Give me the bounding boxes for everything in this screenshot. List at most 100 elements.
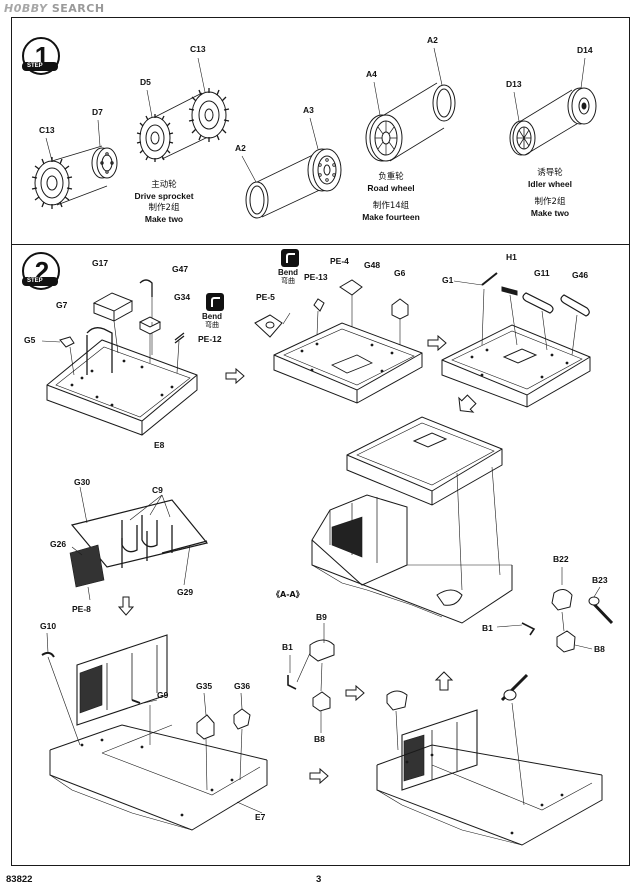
section-label-aa: 《A-A》 xyxy=(272,590,304,599)
detail-aa-left xyxy=(287,639,335,712)
hull-assembly-center xyxy=(311,416,513,624)
step1-label: STEP xyxy=(22,62,58,71)
caption-cn-qty: 制作2组 xyxy=(148,202,180,213)
part-label: E8 xyxy=(154,440,165,450)
part-label: A4 xyxy=(366,69,377,79)
hull-assembly-bottom-left xyxy=(41,634,268,831)
road-tire-right xyxy=(432,84,456,122)
step2-panel: 2 STEP Bend 弯曲 Bend 弯曲 G17 G47 G7 G34 G5… xyxy=(11,244,630,866)
part-label: PE-13 xyxy=(304,272,328,282)
step1-badge: 1 STEP xyxy=(20,36,64,80)
hull-plate-step2c xyxy=(441,324,591,408)
hull-assembly-bottom-right xyxy=(376,673,603,846)
part-label: PE-8 xyxy=(72,604,91,614)
caption-cn: 负重轮 xyxy=(378,172,404,182)
step1-panel: 1 STEP C13 D7 D5 C13 A2 A3 A4 A2 D13 D14… xyxy=(11,17,630,245)
part-pe13 xyxy=(313,298,325,312)
step-arrow xyxy=(117,596,135,616)
sprocket-gear-left xyxy=(31,157,73,209)
caption-en: Drive sprocket xyxy=(134,191,194,202)
bend-label-cn: 弯曲 xyxy=(281,276,295,285)
part-label: G5 xyxy=(24,335,36,345)
caption-cn-qty: 制作14组 xyxy=(372,200,410,211)
bend-icon xyxy=(206,293,224,311)
caption-cn: 诱导轮 xyxy=(537,168,563,178)
part-g48 xyxy=(339,279,363,296)
part-g46 xyxy=(560,294,590,317)
part-g11 xyxy=(522,292,554,314)
part-label: A2 xyxy=(235,143,246,153)
part-g17 xyxy=(92,292,134,322)
caption-en-qty: Make two xyxy=(530,208,570,219)
sprocket-hub-d7 xyxy=(91,147,118,179)
bend-label: Bend xyxy=(278,268,298,277)
step2-drawing xyxy=(41,272,614,846)
caption-road-wheel: 负重轮 Road wheel 制作14组 Make fourteen xyxy=(362,172,420,224)
bend-label: Bend xyxy=(202,312,222,321)
bend-icon xyxy=(281,249,299,267)
step-arrow xyxy=(345,684,365,702)
part-label: B1 xyxy=(482,623,493,633)
detail-right-track-tensioner xyxy=(521,589,614,653)
part-label: E7 xyxy=(255,812,266,822)
part-label: G11 xyxy=(534,268,550,278)
caption-idler-wheel: 诱导轮 Idler wheel 制作2组 Make two xyxy=(528,168,572,220)
part-g10 xyxy=(41,651,55,658)
part-g6 xyxy=(391,298,409,320)
part-label: B23 xyxy=(592,575,608,585)
part-label: A3 xyxy=(303,105,314,115)
road-wheel-a4 xyxy=(365,114,403,162)
part-label: C13 xyxy=(39,125,55,135)
road-tire-left xyxy=(245,181,269,219)
part-label: G9 xyxy=(157,690,169,700)
part-label: G10 xyxy=(40,621,57,631)
caption-en-qty: Make two xyxy=(144,214,184,225)
watermark-brand: H0BBY xyxy=(4,2,48,15)
step2-label: STEP xyxy=(22,277,58,286)
part-label: G36 xyxy=(234,681,251,691)
part-label: D5 xyxy=(140,77,151,87)
part-label: PE-5 xyxy=(256,292,275,302)
road-wheel-a3 xyxy=(307,148,342,192)
part-g7-frame xyxy=(86,327,113,375)
part-label: G35 xyxy=(196,681,213,691)
caption-drive-sprocket: 主动轮 Drive sprocket 制作2组 Make two xyxy=(134,180,193,226)
step-arrow xyxy=(309,767,329,785)
part-g35 xyxy=(196,714,215,740)
caption-en: Idler wheel xyxy=(528,179,572,190)
step-arrow xyxy=(427,334,447,352)
part-g34 xyxy=(138,316,162,335)
idler-wheel-d14 xyxy=(567,87,597,125)
part-label: C9 xyxy=(152,485,163,495)
part-label: G30 xyxy=(74,477,91,487)
part-label: PE-12 xyxy=(198,334,222,344)
part-label: D7 xyxy=(92,107,103,117)
caption-cn: 主动轮 xyxy=(151,180,177,190)
part-label: G29 xyxy=(177,587,194,597)
bend-note: Bend 弯曲 xyxy=(278,268,298,285)
step1-drawing xyxy=(31,47,597,219)
part-label: G1 xyxy=(442,275,454,285)
part-label: B8 xyxy=(314,734,325,744)
hull-plate-step2b xyxy=(273,322,423,404)
part-label: G7 xyxy=(56,300,68,310)
part-pe12 xyxy=(174,332,185,344)
part-label: D13 xyxy=(506,79,522,89)
bend-label-cn: 弯曲 xyxy=(205,320,219,329)
part-g1 xyxy=(481,272,498,286)
part-label: B1 xyxy=(282,642,293,652)
sprocket-gear-right xyxy=(188,88,230,142)
engine-deck-frame xyxy=(69,499,209,588)
caption-cn-qty: 制作2组 xyxy=(534,196,566,207)
part-label: G46 xyxy=(572,270,589,280)
part-label: G6 xyxy=(394,268,406,278)
part-label: D14 xyxy=(577,45,593,55)
part-g47 xyxy=(139,279,153,297)
part-label: B22 xyxy=(553,554,569,564)
bend-note: Bend 弯曲 xyxy=(202,312,222,329)
caption-en: Road wheel xyxy=(367,183,415,194)
part-label: H1 xyxy=(506,252,517,262)
sprocket-gear-d5 xyxy=(136,114,174,162)
part-label: B9 xyxy=(316,612,327,622)
part-label: G26 xyxy=(50,539,67,549)
